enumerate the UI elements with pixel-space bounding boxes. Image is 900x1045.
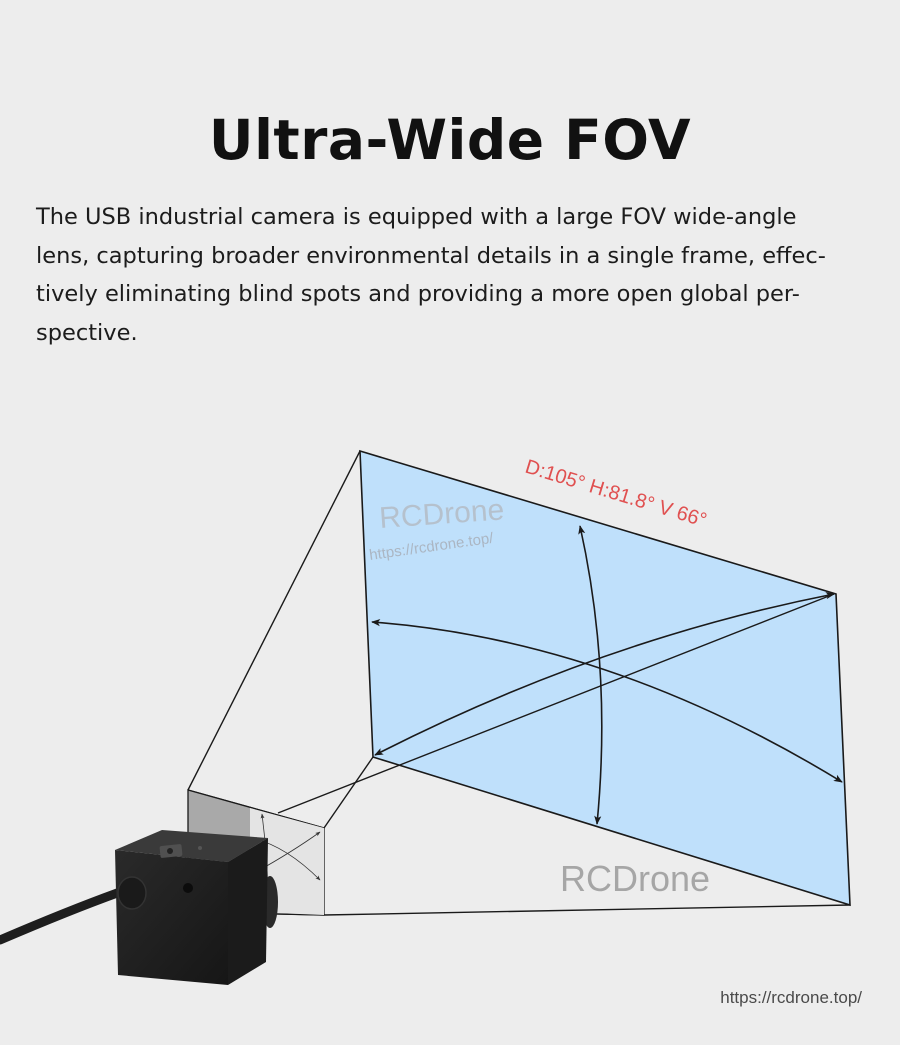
description-line: spective. [36,319,138,346]
description: The USB industrial camera is equipped wi… [36,198,866,352]
watermark-brand-bottom: RCDrone [560,858,710,899]
page-title: Ultra-Wide FOV [208,108,692,172]
fov-arrows [371,525,843,825]
description-line: tively eliminating blind spots and provi… [36,281,800,307]
description-line: The USB industrial camera is equipped wi… [36,204,797,230]
footer-url: https://rcdrone.top/ [720,988,862,1007]
description-line: lens, capturing broader environmental de… [36,242,826,269]
camera-device [0,830,278,985]
